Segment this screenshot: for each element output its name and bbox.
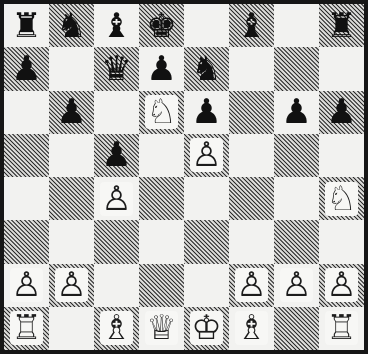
square-h5[interactable] [319, 134, 364, 177]
square-c7[interactable]: ♛ [94, 47, 139, 90]
black-pawn-icon[interactable]: ♟ [56, 95, 86, 129]
square-c8[interactable]: ♝ [94, 4, 139, 47]
white-pawn-icon[interactable]: ♙ [280, 268, 312, 302]
square-d4[interactable] [139, 177, 184, 220]
black-pawn-icon[interactable]: ♟ [11, 52, 41, 86]
square-h4[interactable]: ♘ [319, 177, 364, 220]
black-pawn-icon[interactable]: ♟ [101, 138, 131, 172]
square-b4[interactable] [49, 177, 94, 220]
black-rook-icon[interactable]: ♜ [11, 9, 41, 43]
square-f8[interactable]: ♝ [229, 4, 274, 47]
square-b6[interactable]: ♟ [49, 91, 94, 134]
square-e3[interactable] [184, 220, 229, 263]
square-d6[interactable]: ♘ [139, 91, 184, 134]
black-knight-icon[interactable]: ♞ [191, 52, 221, 86]
square-c5[interactable]: ♟ [94, 134, 139, 177]
square-h6[interactable]: ♟ [319, 91, 364, 134]
square-e4[interactable] [184, 177, 229, 220]
square-d3[interactable] [139, 220, 184, 263]
square-d5[interactable] [139, 134, 184, 177]
white-pawn-icon[interactable]: ♙ [190, 138, 222, 172]
white-bishop-icon[interactable]: ♗ [100, 311, 132, 345]
square-c3[interactable] [94, 220, 139, 263]
square-f1[interactable]: ♗ [229, 307, 274, 350]
square-a8[interactable]: ♜ [4, 4, 49, 47]
square-a5[interactable] [4, 134, 49, 177]
black-pawn-icon[interactable]: ♟ [146, 52, 176, 86]
square-h7[interactable] [319, 47, 364, 90]
square-f3[interactable] [229, 220, 274, 263]
white-rook-icon[interactable]: ♖ [10, 311, 42, 345]
square-f2[interactable]: ♙ [229, 264, 274, 307]
square-e1[interactable]: ♔ [184, 307, 229, 350]
square-g3[interactable] [274, 220, 319, 263]
chess-board: ♜ ♞ ♝ ♚ ♝ ♜ ♟ ♛ ♟ ♞ ♟ ♘ ♟ ♟ ♟ ♟ ♙ ♙ ♘ ♙ ♙ ♙ ♙ ♙ ♖ ♗ ♕ ♔ ♗ ♖ [4, 4, 364, 350]
square-e8[interactable] [184, 4, 229, 47]
square-e6[interactable]: ♟ [184, 91, 229, 134]
white-pawn-icon[interactable]: ♙ [10, 268, 42, 302]
square-f5[interactable] [229, 134, 274, 177]
square-c1[interactable]: ♗ [94, 307, 139, 350]
square-a1[interactable]: ♖ [4, 307, 49, 350]
black-pawn-icon[interactable]: ♟ [281, 95, 311, 129]
square-g1[interactable] [274, 307, 319, 350]
black-king-icon[interactable]: ♚ [146, 9, 176, 43]
square-f7[interactable] [229, 47, 274, 90]
square-b8[interactable]: ♞ [49, 4, 94, 47]
square-b7[interactable] [49, 47, 94, 90]
black-queen-icon[interactable]: ♛ [101, 52, 131, 86]
white-pawn-icon[interactable]: ♙ [325, 268, 357, 302]
white-pawn-icon[interactable]: ♙ [55, 268, 87, 302]
square-c4[interactable]: ♙ [94, 177, 139, 220]
square-h1[interactable]: ♖ [319, 307, 364, 350]
square-g2[interactable]: ♙ [274, 264, 319, 307]
white-king-icon[interactable]: ♔ [190, 311, 222, 345]
black-pawn-icon[interactable]: ♟ [191, 95, 221, 129]
square-d8[interactable]: ♚ [139, 4, 184, 47]
square-g4[interactable] [274, 177, 319, 220]
square-g8[interactable] [274, 4, 319, 47]
black-rook-icon[interactable]: ♜ [326, 9, 356, 43]
white-rook-icon[interactable]: ♖ [325, 311, 357, 345]
square-g6[interactable]: ♟ [274, 91, 319, 134]
square-a3[interactable] [4, 220, 49, 263]
square-h3[interactable] [319, 220, 364, 263]
square-e2[interactable] [184, 264, 229, 307]
black-pawn-icon[interactable]: ♟ [326, 95, 356, 129]
white-bishop-icon[interactable]: ♗ [235, 311, 267, 345]
square-h8[interactable]: ♜ [319, 4, 364, 47]
square-a2[interactable]: ♙ [4, 264, 49, 307]
white-queen-icon[interactable]: ♕ [145, 311, 177, 345]
square-c2[interactable] [94, 264, 139, 307]
white-pawn-icon[interactable]: ♙ [100, 182, 132, 216]
square-g5[interactable] [274, 134, 319, 177]
square-h2[interactable]: ♙ [319, 264, 364, 307]
black-knight-icon[interactable]: ♞ [56, 9, 86, 43]
square-d2[interactable] [139, 264, 184, 307]
square-d1[interactable]: ♕ [139, 307, 184, 350]
square-f4[interactable] [229, 177, 274, 220]
square-b3[interactable] [49, 220, 94, 263]
square-g7[interactable] [274, 47, 319, 90]
square-a7[interactable]: ♟ [4, 47, 49, 90]
black-bishop-icon[interactable]: ♝ [101, 9, 131, 43]
black-bishop-icon[interactable]: ♝ [236, 9, 266, 43]
white-knight-icon[interactable]: ♘ [325, 182, 357, 216]
square-f6[interactable] [229, 91, 274, 134]
square-e7[interactable]: ♞ [184, 47, 229, 90]
square-e5[interactable]: ♙ [184, 134, 229, 177]
square-a6[interactable] [4, 91, 49, 134]
square-d7[interactable]: ♟ [139, 47, 184, 90]
white-knight-icon[interactable]: ♘ [145, 95, 177, 129]
square-c6[interactable] [94, 91, 139, 134]
square-b2[interactable]: ♙ [49, 264, 94, 307]
square-b1[interactable] [49, 307, 94, 350]
white-pawn-icon[interactable]: ♙ [235, 268, 267, 302]
square-b5[interactable] [49, 134, 94, 177]
square-a4[interactable] [4, 177, 49, 220]
